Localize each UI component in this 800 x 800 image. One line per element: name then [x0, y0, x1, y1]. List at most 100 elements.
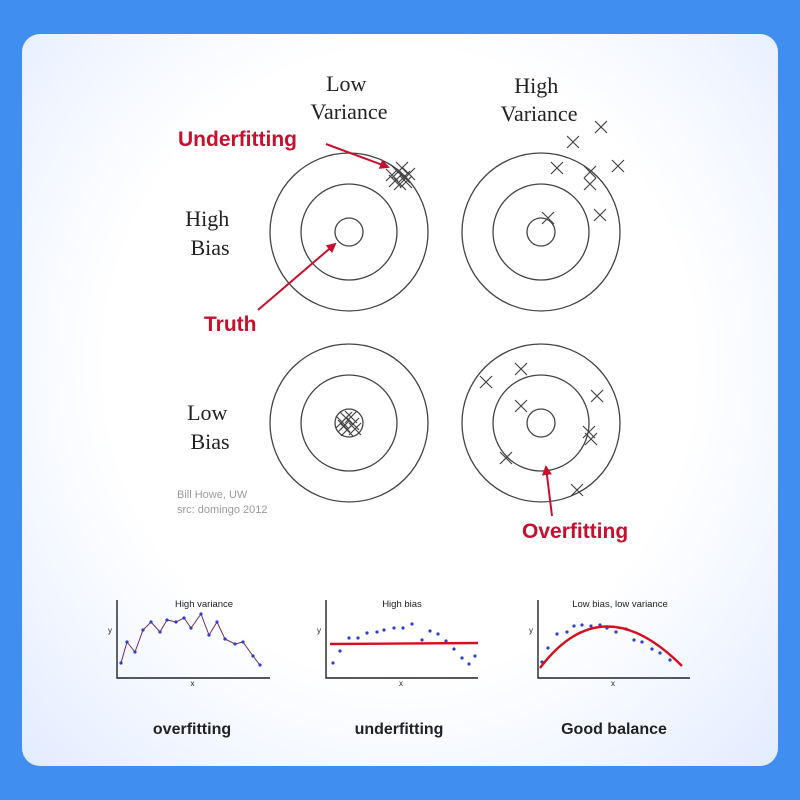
- target-outer-ring: [269, 343, 429, 503]
- target-bullseye: [334, 408, 364, 438]
- target-high-bias-high-variance: [461, 152, 621, 312]
- bias-variance-figure: Low Variance High Variance High Bias Low…: [108, 71, 690, 738]
- target-middle-ring: [492, 374, 590, 472]
- data-point: [392, 626, 396, 630]
- plot-axes: [325, 600, 478, 679]
- x-mark: [499, 451, 513, 465]
- underfit-line: [329, 641, 479, 646]
- plot-caption: underfitting: [355, 721, 444, 738]
- data-point: [189, 626, 193, 630]
- x-mark: [594, 120, 608, 134]
- x-mark: [583, 165, 597, 179]
- x-mark: [348, 422, 362, 436]
- data-point: [467, 662, 471, 666]
- data-point: [125, 640, 129, 644]
- target-low-bias-low-variance: [269, 343, 429, 503]
- data-point: [420, 638, 424, 642]
- data-point: [182, 616, 186, 620]
- x-mark: [514, 399, 528, 413]
- good-fit-curve: [539, 625, 683, 669]
- column-header-low-variance: Low Variance: [311, 71, 388, 124]
- data-point: [428, 629, 432, 633]
- data-point: [589, 624, 593, 628]
- targets: [269, 152, 621, 503]
- plot-title: High variance: [175, 599, 233, 610]
- data-point: [258, 663, 262, 667]
- data-point: [668, 658, 672, 662]
- plot-axes: [537, 600, 690, 679]
- data-point: [158, 630, 162, 634]
- plot-y-label: y: [529, 626, 533, 635]
- plot-caption: Good balance: [561, 721, 667, 738]
- truth-label: Truth: [204, 313, 257, 336]
- truth-arrow: [257, 242, 337, 311]
- data-point: [444, 639, 448, 643]
- infographic-card: Low Variance High Variance High Bias Low…: [22, 34, 778, 766]
- target-low-bias-high-variance: [461, 343, 621, 503]
- data-point: [473, 654, 477, 658]
- x-mark: [611, 159, 625, 173]
- data-point: [632, 638, 636, 642]
- x-mark: [541, 211, 555, 225]
- data-point: [241, 640, 245, 644]
- x-mark: [337, 419, 351, 433]
- x-mark: [344, 410, 358, 424]
- underfitting-label: Underfitting: [178, 128, 297, 151]
- data-point: [215, 620, 219, 624]
- data-point: [572, 624, 576, 628]
- header-line: Variance: [501, 101, 578, 126]
- plot-title: Low bias, low variance: [572, 599, 668, 610]
- fit-examples: High variance y x overfitting High biasyxund…: [108, 599, 690, 738]
- x-mark: [395, 161, 409, 175]
- x-mark: [593, 208, 607, 222]
- data-point: [331, 661, 335, 665]
- data-point: [207, 633, 211, 637]
- x-mark: [479, 375, 493, 389]
- data-point: [546, 646, 550, 650]
- data-point: [199, 612, 203, 616]
- data-point: [565, 630, 569, 634]
- data-point: [251, 654, 255, 658]
- credit-author: Bill Howe, UW: [177, 489, 248, 501]
- header-line: High: [514, 73, 558, 98]
- data-point: [233, 642, 237, 646]
- data-point: [133, 650, 137, 654]
- x-mark: [550, 161, 564, 175]
- data-point: [410, 622, 414, 626]
- x-mark: [584, 432, 598, 446]
- data-point: [614, 630, 618, 634]
- data-point: [460, 656, 464, 660]
- credit-source: src: domingo 2012: [177, 504, 268, 516]
- target-bullseye: [526, 408, 556, 438]
- plot-y-label: y: [317, 626, 321, 635]
- data-point: [223, 637, 227, 641]
- plot-x-label: x: [191, 679, 195, 688]
- target-middle-ring: [300, 374, 398, 472]
- x-mark: [340, 423, 354, 437]
- data-point: [650, 647, 654, 651]
- data-point: [640, 640, 644, 644]
- header-line: Bias: [190, 429, 229, 454]
- column-header-high-variance: High Variance: [501, 73, 578, 126]
- target-middle-ring: [300, 183, 398, 281]
- x-mark: [402, 167, 416, 181]
- row-header-high-bias: High Bias: [185, 206, 235, 260]
- overfitting-arrow: [542, 465, 553, 517]
- plot-caption: overfitting: [153, 721, 231, 738]
- data-point: [356, 636, 360, 640]
- data-point: [165, 618, 169, 622]
- overfit-curve: [120, 612, 261, 666]
- target-bullseye: [526, 217, 556, 247]
- data-point: [174, 620, 178, 624]
- x-mark: [590, 389, 604, 403]
- header-line: Variance: [311, 99, 388, 124]
- x-mark: [583, 177, 597, 191]
- data-point: [375, 630, 379, 634]
- target-outer-ring: [461, 343, 621, 503]
- data-point: [347, 636, 351, 640]
- data-point: [401, 626, 405, 630]
- data-point: [452, 647, 456, 651]
- header-line: Bias: [190, 235, 229, 260]
